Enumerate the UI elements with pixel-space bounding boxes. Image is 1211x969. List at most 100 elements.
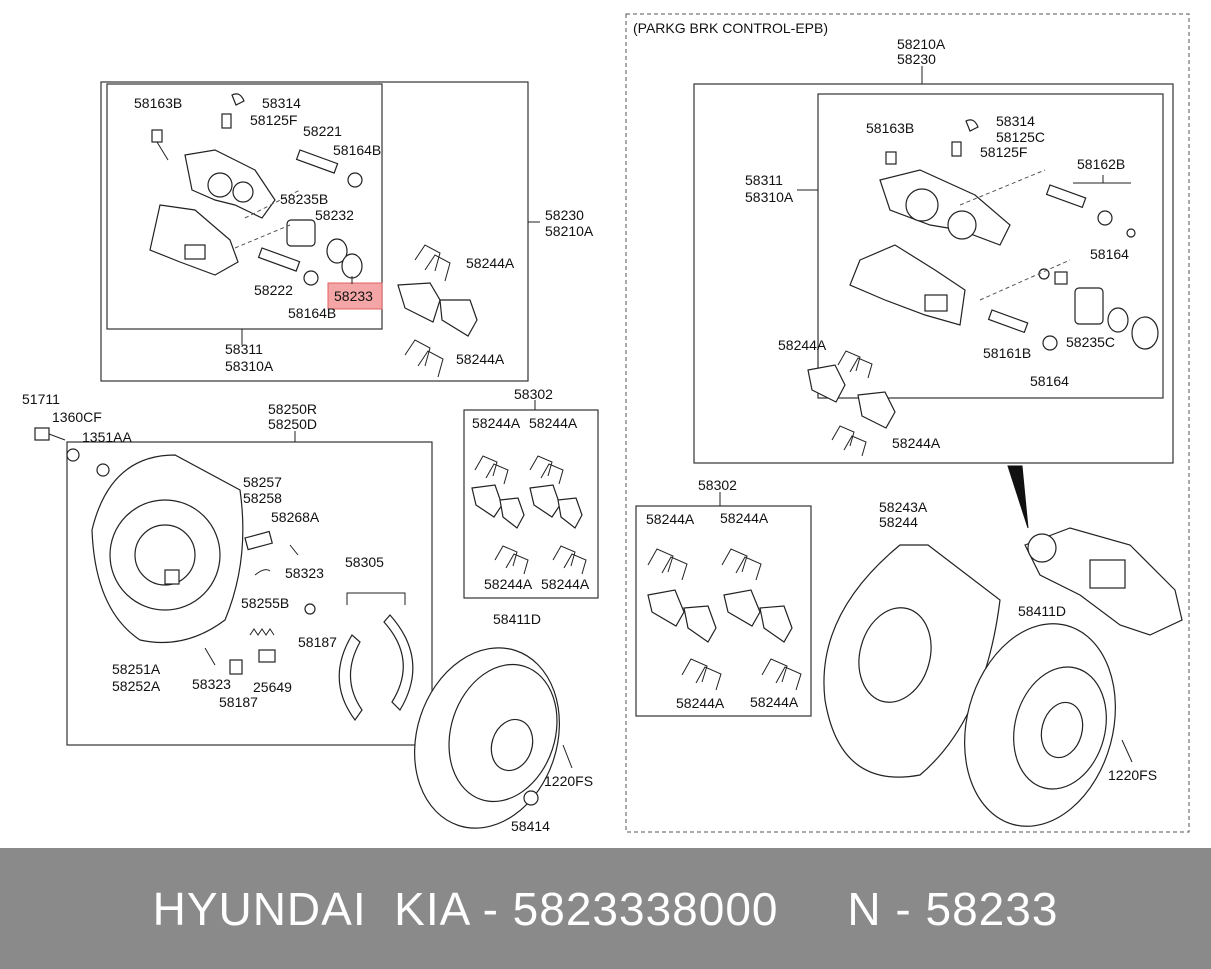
label-58250D: 58250D [268,416,317,432]
label-58244A: 58244A [529,415,578,431]
label-58244A: 58244A [484,576,533,592]
label-58314: 58314 [996,113,1035,129]
epb-section-title: (PARKG BRK CONTROL-EPB) [633,20,828,36]
label-58232: 58232 [315,207,354,223]
exploded-brake-diagram: 58163B 58314 58125F 58221 58164B 58235B … [22,13,1190,834]
label-58257: 58257 [243,474,282,490]
pin-58323 [204,647,276,675]
label-58235B: 58235B [280,191,328,207]
brake-disc-58411D-b [964,623,1133,827]
label-58235C: 58235C [1066,334,1115,350]
backplate-frame [66,441,433,746]
guide-pin-58221 [295,149,363,188]
label-58310A: 58310A [745,189,794,205]
label-58243A: 58243A [879,499,928,515]
label-58323-b: 58323 [192,676,231,692]
bolt-58163B [151,129,169,161]
pad-set-parts-a [471,455,587,575]
label-58125F: 58125F [980,144,1027,160]
highlight-58233 [327,282,383,310]
label-58164B-b: 58164B [288,305,336,321]
label-58163B: 58163B [134,95,182,111]
label-58302: 58302 [514,386,553,402]
label-25649: 25649 [253,679,292,695]
label-58311: 58311 [225,341,263,357]
pad-set-frame-a [463,409,599,599]
label-58164B: 58164B [333,142,381,158]
pad-clip-upper [414,244,451,282]
label-58222: 58222 [254,282,293,298]
label-58251A: 58251A [112,661,161,677]
part-number-banner: HYUNDAI KIA - 5823338000 N - 58233 [0,848,1211,969]
label-58244: 58244 [879,514,918,530]
pad-set-parts-b [647,548,802,691]
label-58411D-b: 58411D [1018,603,1066,619]
label-58233: 58233 [334,288,373,304]
label-58164: 58164 [1030,373,1069,389]
label-58310A: 58310A [225,358,274,374]
caliper-inner-frame [106,83,383,330]
brake-pads [397,282,478,337]
epb-small-parts [885,119,1159,351]
epb-caliper-frame [693,83,1174,464]
label-58244A: 58244A [778,337,827,353]
epb-pads [807,350,896,457]
label-58244A: 58244A [646,511,695,527]
label-1351AA: 1351AA [82,429,132,445]
epb-section-frame [625,13,1190,833]
label-58163B: 58163B [866,120,914,136]
label-58255B: 58255B [241,595,289,611]
epb-caliper-body [849,169,1011,326]
label-58244A: 58244A [541,576,590,592]
parking-lever-58257 [244,530,299,576]
label-58244A: 58244A [892,435,941,451]
guide-pin-58222 [257,247,319,286]
label-58187-b: 58187 [219,694,258,710]
label-58230: 58230 [897,51,936,67]
label-58162B: 58162B [1077,156,1125,172]
label-1360CF: 1360CF [52,409,102,425]
brake-shoes-58305 [338,592,414,722]
label-58244A: 58244A [472,415,521,431]
label-58411D: 58411D [493,611,541,627]
label-58244A: 58244A [750,694,799,710]
pad-clip-lower [404,339,444,378]
label-58230: 58230 [545,207,584,223]
label-1220FS-b: 1220FS [1108,767,1157,783]
label-58258: 58258 [243,490,282,506]
label-58244A: 58244A [466,255,515,271]
pointer-arrow [1007,465,1029,529]
label-51711: 51711 [22,391,60,407]
bleeder-58125F [221,93,245,129]
spring-58255B [249,603,316,636]
label-58164: 58164 [1090,246,1129,262]
label-58221: 58221 [303,123,342,139]
epb-caliper-assembly [1024,527,1183,636]
label-58244A: 58244A [720,510,769,526]
label-58323: 58323 [285,565,324,581]
parts-diagram: 58163B 58314 58125F 58221 58164B 58235B … [22,13,1190,834]
label-58311: 58311 [745,172,783,188]
label-58210A: 58210A [545,223,594,239]
piston-58235B [286,219,363,279]
backing-plate [91,454,244,643]
epb-inner-frame [817,93,1164,399]
label-58414: 58414 [511,818,550,834]
label-58252A: 58252A [112,678,161,694]
label-58244A: 58244A [456,351,505,367]
caliper-body [149,149,276,276]
label-58314: 58314 [262,95,301,111]
label-58210A: 58210A [897,36,946,52]
caliper-group-frame [100,81,529,382]
label-58125F: 58125F [250,112,297,128]
label-1220FS: 1220FS [544,773,593,789]
label-58125C: 58125C [996,129,1045,145]
label-58305: 58305 [345,554,384,570]
bolt-51711 [34,427,110,477]
label-58302-b: 58302 [698,477,737,493]
label-58268A: 58268A [271,509,320,525]
brake-disc-58411D [414,647,573,829]
label-58161B: 58161B [983,345,1031,361]
label-58250R: 58250R [268,401,317,417]
part-number-text: HYUNDAI KIA - 5823338000 N - 58233 [152,882,1059,935]
